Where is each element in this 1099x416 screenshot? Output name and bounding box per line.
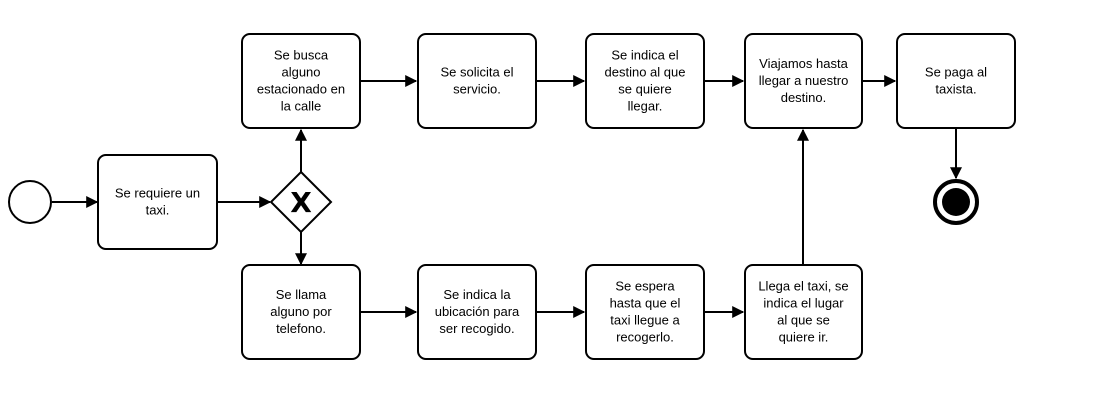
task-ubicacion: Se indica la ubicación para ser recogido. <box>417 264 537 360</box>
task-label-line: recogerlo. <box>616 330 674 345</box>
task-box <box>585 264 705 360</box>
task-label-line: Se paga al <box>925 65 987 80</box>
task-llega: Llega el taxi, se indica el lugar al que s… <box>744 264 863 360</box>
task-label-line: ser recogido. <box>439 321 514 336</box>
task-busca: Se busca alguno estacionado en la calle <box>241 33 361 129</box>
task-label-line: llegar. <box>628 99 663 114</box>
task-label-line: destino. <box>781 90 827 105</box>
task-requiere: Se requiere un taxi. <box>97 154 218 250</box>
task-label-line: Se busca <box>274 48 329 63</box>
task-label-line: estacionado en <box>257 82 345 97</box>
task-label-line: telefono. <box>276 321 326 336</box>
task-label-line: taxi. <box>146 203 170 218</box>
task-box <box>241 264 361 360</box>
task-label-line: se quiere <box>618 82 671 97</box>
task-label-line: Llega el taxi, se <box>758 279 848 294</box>
task-box <box>417 264 537 360</box>
task-label-line: indica el lugar <box>763 296 844 311</box>
task-label-line: ubicación para <box>435 304 520 319</box>
task-box <box>417 33 537 129</box>
task-label-line: taxista. <box>935 82 976 97</box>
task-box <box>744 33 863 129</box>
gateway-x-symbol: X <box>290 186 312 219</box>
end-event <box>933 179 979 225</box>
task-label-line: destino al que <box>605 65 686 80</box>
exclusive-gateway: X <box>269 170 333 234</box>
task-label-line: llegar a nuestro <box>759 73 849 88</box>
task-destino: Se indica el destino al que se quiere llega… <box>585 33 705 129</box>
task-label-line: Se espera <box>615 279 675 294</box>
sequence-flows <box>52 75 962 318</box>
task-label-line: quiere ir. <box>779 330 829 345</box>
task-espera: Se espera hasta que el taxi llegue a recoge… <box>585 264 705 360</box>
task-paga: Se paga al taxista. <box>896 33 1016 129</box>
task-box <box>585 33 705 129</box>
start-event <box>8 180 52 224</box>
tasks: Se requiere un taxi. Se busca alguno estacio… <box>97 33 1016 360</box>
task-viajamos: Viajamos hasta llegar a nuestro destino. <box>744 33 863 129</box>
task-solicita: Se solicita el servicio. <box>417 33 537 129</box>
task-llama: Se llama alguno por telefono. <box>241 264 361 360</box>
task-label-line: taxi llegue a <box>610 313 680 328</box>
task-label-line: Se indica el <box>611 48 678 63</box>
task-label-line: alguno por <box>270 304 332 319</box>
task-label-line: Se requiere un <box>115 186 200 201</box>
task-label-line: Viajamos hasta <box>759 56 848 71</box>
task-label-line: Se indica la <box>443 287 511 302</box>
task-box <box>241 33 361 129</box>
task-label-line: la calle <box>281 99 321 114</box>
task-label-line: alguno <box>281 65 320 80</box>
task-label-line: hasta que el <box>610 296 681 311</box>
task-label-line: Se llama <box>276 287 327 302</box>
task-label-line: Se solicita el <box>441 65 514 80</box>
task-box <box>97 154 218 250</box>
task-label-line: servicio. <box>453 82 501 97</box>
task-label-line: al que se <box>777 313 830 328</box>
task-box <box>744 264 863 360</box>
task-box <box>896 33 1016 129</box>
